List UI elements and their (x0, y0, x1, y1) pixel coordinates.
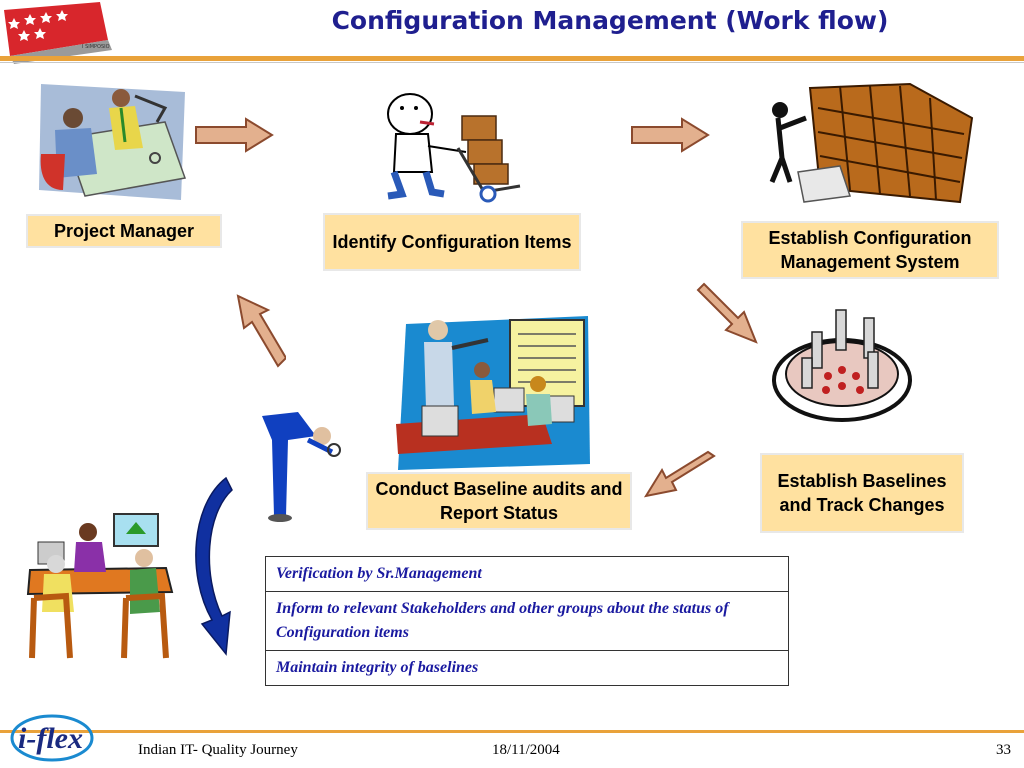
arrow-right-2-icon (631, 117, 710, 153)
meeting-art (26, 512, 176, 662)
test-tube-rack-icon (772, 309, 912, 422)
arrow-right-1-icon (195, 117, 274, 153)
audit-art (392, 314, 592, 472)
establish-cms-box: Establish Configuration Management Syste… (741, 221, 999, 279)
conduct-audits-box: Conduct Baseline audits and Report Statu… (366, 472, 632, 530)
man-pushing-boxes-cart-icon (387, 93, 521, 203)
identify-art (380, 90, 530, 205)
inspector-art (258, 406, 342, 526)
identify-config-items-box: Identify Configuration Items (323, 213, 581, 271)
presenter-and-computer-team-icon (396, 316, 590, 470)
inspector-with-magnifier-icon (262, 412, 341, 522)
cms-art (760, 78, 975, 206)
footer-date: 18/11/2004 (492, 742, 560, 758)
footer-logo-text: i-flex (18, 722, 83, 755)
page-title: Configuration Management (Work flow) (331, 6, 889, 35)
arrow-down-left-icon (643, 450, 716, 498)
establish-baselines-box: Establish Baselines and Track Changes (760, 453, 964, 533)
footer-left-text: Indian IT- Quality Journey (138, 742, 298, 758)
table-row: Inform to relevant Stakeholders and othe… (266, 592, 788, 651)
project-manager-box: Project Manager (26, 214, 222, 248)
curved-blue-arrow-icon (195, 476, 233, 656)
arrow-down-right-icon (696, 282, 758, 344)
person-filing-into-shelves-icon (769, 82, 974, 204)
arrow-up-left-icon (236, 294, 286, 368)
table-row: Verification by Sr.Management (266, 557, 788, 592)
baselines-art (768, 306, 918, 426)
project-manager-art (35, 78, 191, 206)
title-rule (0, 56, 1024, 61)
team-meeting-at-table-icon (26, 513, 174, 659)
footer-logo: i-flex (6, 704, 96, 764)
title-rule-thin (0, 62, 1024, 63)
responsibilities-table: Verification by Sr.Management Inform to … (265, 556, 789, 686)
iflex-logo-icon: i-flex (10, 714, 94, 762)
designers-at-drafting-table-icon (39, 84, 187, 200)
page-number: 33 (996, 742, 1011, 758)
table-row: Maintain integrity of baselines (276, 659, 479, 676)
footer-rule (0, 730, 1024, 733)
logo-caption: I SIMPOSIO (82, 44, 110, 50)
